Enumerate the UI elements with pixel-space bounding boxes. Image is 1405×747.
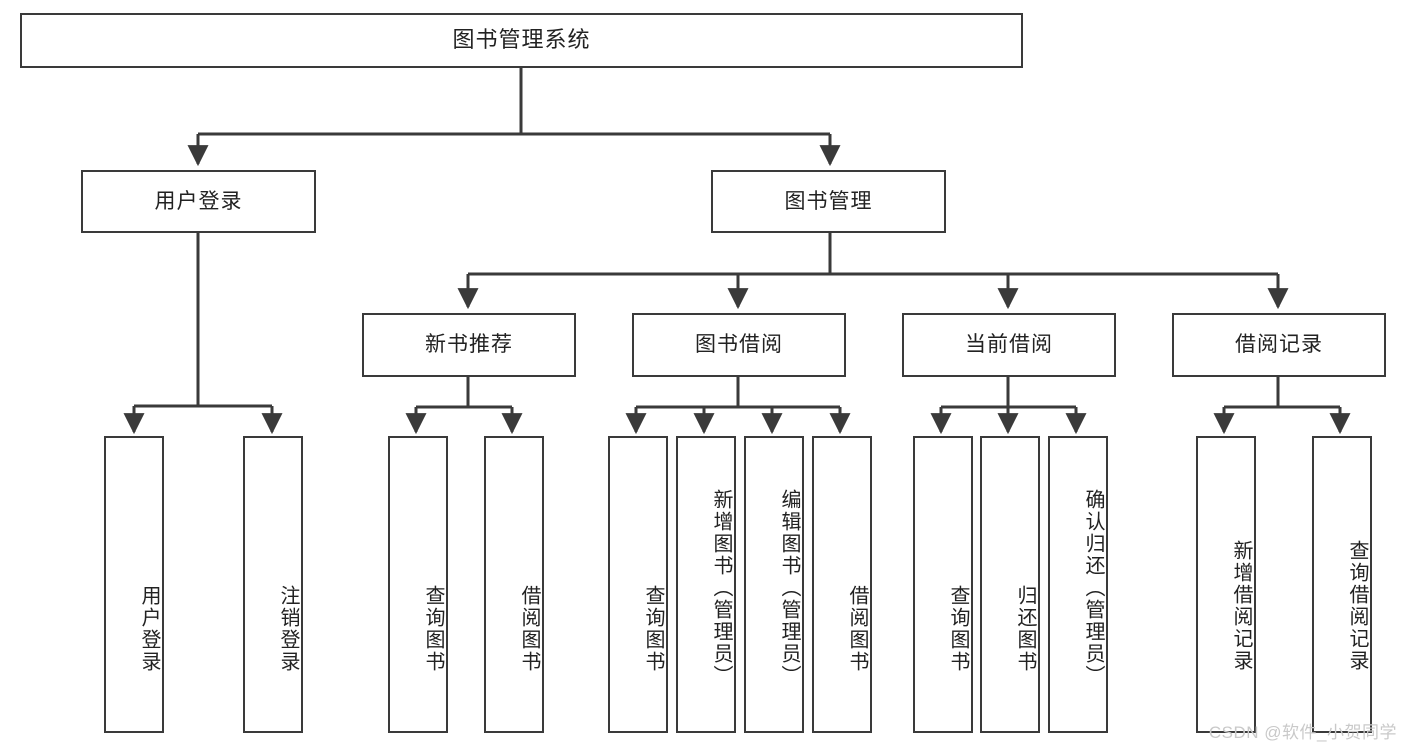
leaf-record-add[interactable]: 新增借阅记录: [1196, 436, 1256, 733]
node-label: 新增图书（管理员）: [710, 488, 732, 687]
node-label: 图书管理: [784, 189, 873, 213]
node-new-book-recommend[interactable]: 新书推荐: [362, 313, 576, 377]
node-label: 借阅图书: [846, 584, 868, 673]
leaf-new-book-borrow[interactable]: 借阅图书: [484, 436, 544, 733]
node-label: 查询图书: [947, 584, 969, 673]
leaf-record-query[interactable]: 查询借阅记录: [1312, 436, 1372, 733]
node-label: 用户登录: [138, 584, 160, 673]
leaf-current-return-book[interactable]: 归还图书: [980, 436, 1040, 733]
leaf-current-query-book[interactable]: 查询图书: [913, 436, 973, 733]
node-borrow-record[interactable]: 借阅记录: [1172, 313, 1386, 377]
node-label: 注销登录: [277, 584, 299, 673]
leaf-borrow-add-book-admin[interactable]: 新增图书（管理员）: [676, 436, 736, 733]
node-label: 编辑图书（管理员）: [778, 488, 800, 687]
node-label: 查询借阅记录: [1346, 539, 1368, 672]
leaf-borrow-borrow-book[interactable]: 借阅图书: [812, 436, 872, 733]
node-label: 图书借阅: [695, 333, 783, 357]
node-label: 图书管理系统: [452, 27, 591, 53]
node-label: 归还图书: [1014, 584, 1036, 673]
node-user-login[interactable]: 用户登录: [81, 170, 316, 233]
node-label: 借阅记录: [1235, 333, 1323, 357]
node-label: 借阅图书: [518, 584, 540, 673]
node-root-system[interactable]: 图书管理系统: [20, 13, 1023, 68]
leaf-borrow-edit-book-admin[interactable]: 编辑图书（管理员）: [744, 436, 804, 733]
node-label: 查询图书: [642, 584, 664, 673]
leaf-user-login-signout[interactable]: 注销登录: [243, 436, 303, 733]
leaf-user-login-signin[interactable]: 用户登录: [104, 436, 164, 733]
node-label: 新书推荐: [425, 333, 513, 357]
node-current-borrow[interactable]: 当前借阅: [902, 313, 1116, 377]
leaf-borrow-query-book[interactable]: 查询图书: [608, 436, 668, 733]
node-label: 用户登录: [154, 189, 243, 213]
node-label: 确认归还（管理员）: [1082, 488, 1104, 687]
node-label: 新增借阅记录: [1230, 539, 1252, 672]
node-label: 当前借阅: [965, 333, 1053, 357]
csdn-watermark: CSDN @软件_小贺同学: [1208, 723, 1397, 742]
leaf-new-book-query[interactable]: 查询图书: [388, 436, 448, 733]
node-book-borrow[interactable]: 图书借阅: [632, 313, 846, 377]
node-label: 查询图书: [422, 584, 444, 673]
leaf-current-confirm-return-admin[interactable]: 确认归还（管理员）: [1048, 436, 1108, 733]
node-book-management[interactable]: 图书管理: [711, 170, 946, 233]
